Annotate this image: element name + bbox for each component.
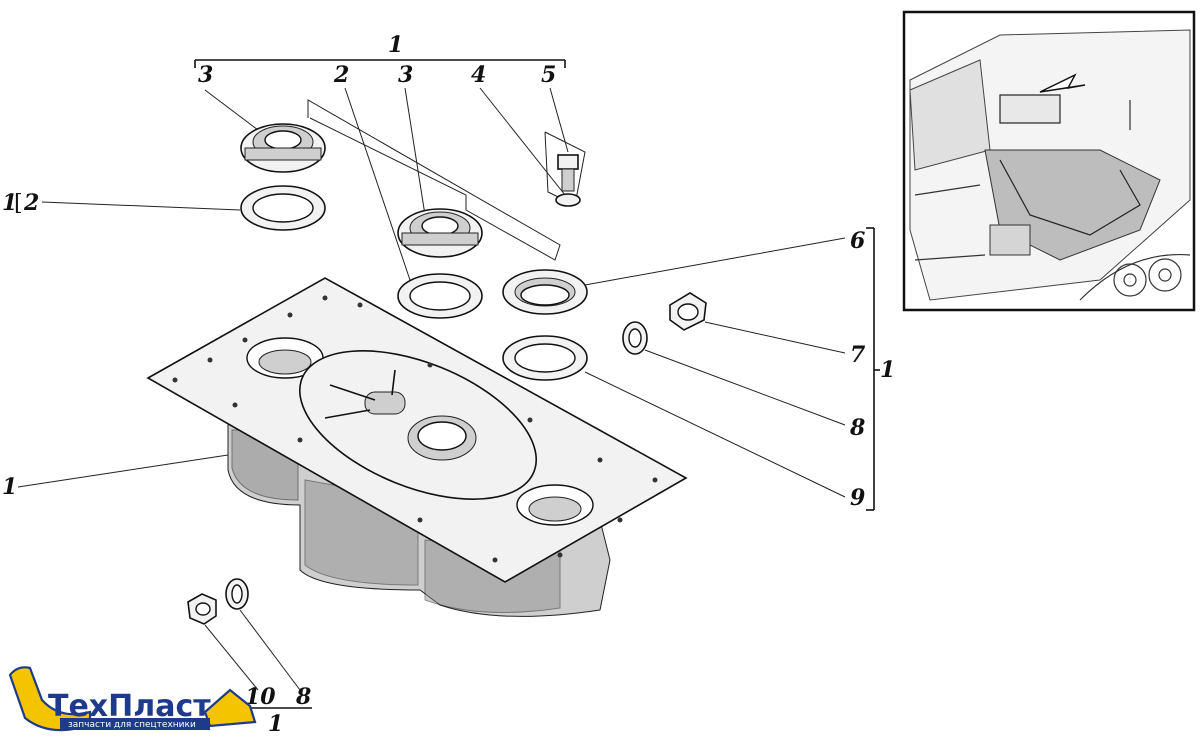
bracket-glyph: [: [14, 191, 23, 216]
logo-tagline: запчасти для спецтехники: [68, 720, 196, 730]
callout-8: 8: [849, 415, 865, 441]
callout-right-group: 1: [880, 357, 895, 383]
callout-left-2: 2: [23, 190, 39, 216]
ring-part-6: [502, 269, 588, 315]
leader-left-2: [41, 201, 241, 211]
callout-3-left: 3: [198, 62, 213, 88]
callout-8-bottom: 8: [295, 684, 311, 710]
callout-6: 6: [850, 228, 865, 254]
drain-plug-part-10: [187, 578, 312, 709]
callout-7: 7: [850, 342, 866, 368]
callout-3-mid: 3: [398, 62, 413, 88]
techplast-logo: ТехПласт запчасти для спецтехники: [8, 666, 257, 732]
bolt-part-5: [555, 154, 581, 207]
kit-outline: [307, 99, 561, 261]
callout-left-1: 1: [2, 474, 17, 500]
top-group-bracket: 1: [194, 32, 566, 68]
callout-top-group: 1: [388, 32, 403, 58]
callout-5: 5: [541, 62, 556, 88]
washer-part-8: [622, 321, 648, 355]
callout-4: 4: [471, 62, 486, 88]
callout-9: 9: [850, 485, 865, 511]
logo-name: ТехПласт: [48, 689, 211, 724]
vehicle-engine-location-icon: [902, 10, 1196, 312]
right-group-bracket: [866, 227, 875, 511]
gasket-part-2-left: [240, 185, 326, 231]
callout-1-bottom: 1: [268, 711, 283, 737]
logo-tagline-bar: [60, 718, 210, 730]
right-leaders: [584, 237, 846, 498]
flange-part-3-left: [240, 123, 326, 173]
callout-2: 2: [333, 62, 349, 88]
flange-part-3-mid: [397, 208, 483, 258]
tank-body-part-1: [146, 277, 688, 617]
callout-left-assembly: 1: [2, 190, 17, 216]
top-leaders: [204, 87, 569, 281]
plug-part-7: [669, 292, 707, 331]
gasket-part-9: [502, 335, 588, 381]
leader-left-1: [17, 454, 229, 488]
gasket-part-2-mid: [397, 273, 483, 319]
